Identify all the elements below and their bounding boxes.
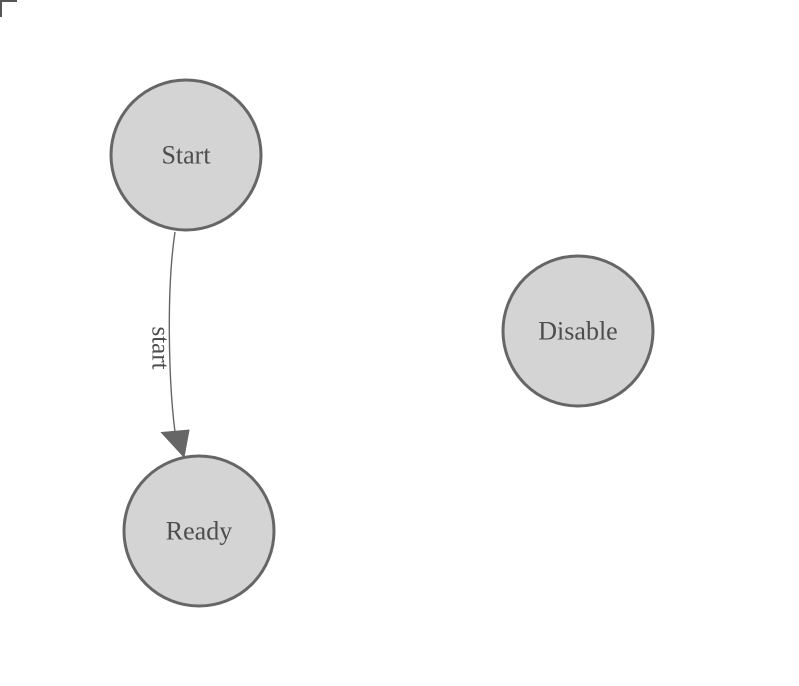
node-ready[interactable]: Ready bbox=[122, 454, 276, 608]
edge-start-to-ready[interactable]: start bbox=[147, 231, 190, 459]
node-disable-circle[interactable] bbox=[501, 254, 655, 408]
node-disable[interactable]: Disable bbox=[501, 254, 655, 408]
arrowhead-icon bbox=[160, 429, 190, 459]
canvas-corner-mark bbox=[0, 0, 17, 17]
edge-line[interactable] bbox=[168, 231, 176, 433]
node-start[interactable]: Start bbox=[109, 78, 263, 232]
node-ready-circle[interactable] bbox=[122, 454, 276, 608]
node-start-circle[interactable] bbox=[109, 78, 263, 232]
edge-label: start bbox=[147, 326, 174, 369]
